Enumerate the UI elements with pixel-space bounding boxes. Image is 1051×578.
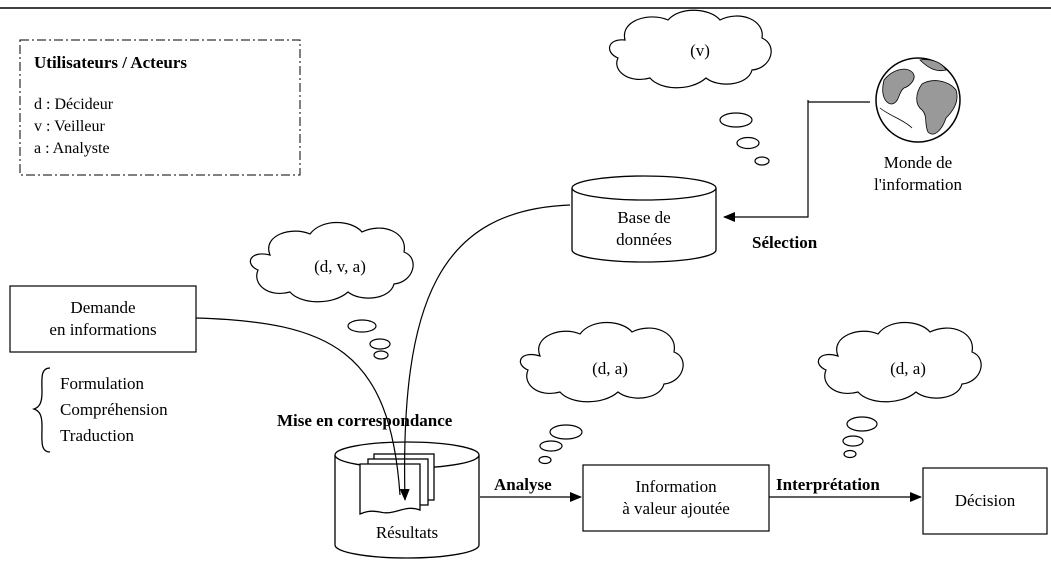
cloud-top: [608, 9, 772, 166]
world-label-line1: Monde de: [883, 153, 953, 172]
flow-label-interpretation: Interprétation: [776, 475, 880, 494]
legend-item-veilleur: v : Veilleur: [34, 118, 105, 135]
cloud-interpretation: [817, 322, 982, 459]
added-value-label-line2: à valeur ajoutée: [622, 499, 730, 518]
database-cylinder: [571, 175, 717, 263]
world-label-line2: l'information: [873, 175, 963, 194]
database-to-results-arrow: [399, 204, 571, 501]
added-value-label-line1: Information: [635, 477, 717, 496]
demand-label-line2: en informations: [49, 320, 157, 339]
legend-item-decideur: d : Décideur: [34, 96, 114, 113]
database-label-line1: Base de: [617, 208, 671, 227]
cloud-analysis-label: (d, a): [592, 359, 628, 378]
step-formulation: Formulation: [60, 374, 145, 393]
cloud-interpretation-label: (d, a): [890, 359, 926, 378]
cloud-left: [249, 222, 414, 360]
decision-label: Décision: [954, 491, 1016, 510]
demand-label-line1: Demande: [70, 298, 136, 317]
cloud-left-label: (d, v, a): [314, 257, 366, 276]
decision-box: [922, 467, 1048, 535]
step-traduction: Traduction: [60, 426, 134, 445]
added-value-box: [582, 464, 770, 532]
step-comprehension: Compréhension: [60, 400, 168, 419]
flow-label-selection: Sélection: [752, 233, 818, 252]
database-label-line2: données: [616, 230, 672, 249]
legend-item-analyste: a : Analyste: [34, 140, 110, 157]
flow-label-analysis: Analyse: [494, 475, 552, 494]
selection-arrow: [723, 100, 809, 222]
legend-title: Utilisateurs / Acteurs: [34, 53, 187, 72]
legend-box: [19, 39, 301, 176]
cloud-top-label: (v): [690, 41, 710, 60]
flow-label-matching: Mise en correspondance: [277, 411, 453, 430]
steps-brace: [31, 367, 51, 453]
globe-icon: [875, 57, 961, 143]
demand-box: [9, 285, 197, 353]
cloud-analysis: [519, 322, 684, 465]
results-label: Résultats: [375, 523, 439, 542]
demand-to-results-line: [195, 317, 401, 496]
